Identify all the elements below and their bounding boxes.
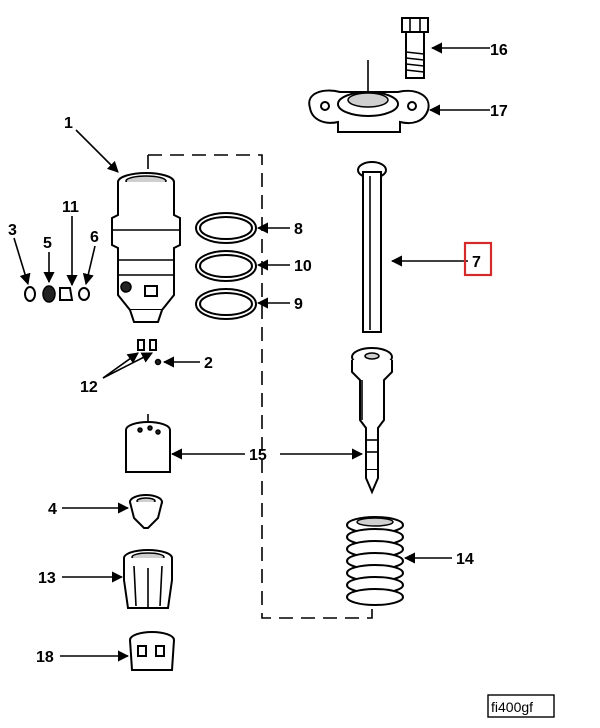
callout-16: 16 (490, 42, 508, 59)
callout-12: 12 (80, 379, 98, 396)
part-bolt (401, 17, 429, 79)
highlight-box-callout-7 (463, 241, 493, 277)
part-dowel-pins (137, 339, 162, 366)
leader-lines (13, 42, 490, 662)
part-injector-body (111, 172, 181, 323)
callout-13: 13 (38, 570, 56, 587)
part-barrel (125, 414, 171, 473)
part-nut (123, 549, 173, 609)
callout-11: 11 (62, 199, 79, 216)
callout-1: 1 (64, 115, 73, 132)
callout-3: 3 (8, 222, 17, 239)
callout-15: 15 (249, 447, 267, 464)
callout-4: 4 (48, 501, 57, 518)
callout-5: 5 (43, 235, 52, 252)
part-push-rod (357, 161, 387, 333)
callout-labels: 16 17 7 8 10 9 14 1 2 3 5 11 6 12 15 4 1… (8, 42, 508, 666)
assembly-bracket (147, 154, 373, 619)
figure-reference: fi400gf (487, 694, 555, 718)
callout-10: 10 (294, 258, 312, 275)
figure-reference-text: fi400gf (491, 699, 533, 715)
callout-18: 18 (36, 649, 54, 666)
callout-17: 17 (490, 103, 508, 120)
part-plunger (351, 347, 393, 495)
callout-14: 14 (456, 551, 474, 568)
part-o-rings (195, 212, 257, 320)
callout-2: 2 (204, 355, 213, 372)
part-check-valve-set (24, 285, 90, 303)
part-tip (129, 494, 163, 529)
part-retainer (129, 631, 175, 671)
callout-7: 7 (472, 254, 481, 271)
callout-8: 8 (294, 221, 303, 238)
callout-9: 9 (294, 296, 303, 313)
part-clamp (308, 60, 430, 133)
callout-6: 6 (90, 229, 99, 246)
part-spring (346, 516, 404, 606)
